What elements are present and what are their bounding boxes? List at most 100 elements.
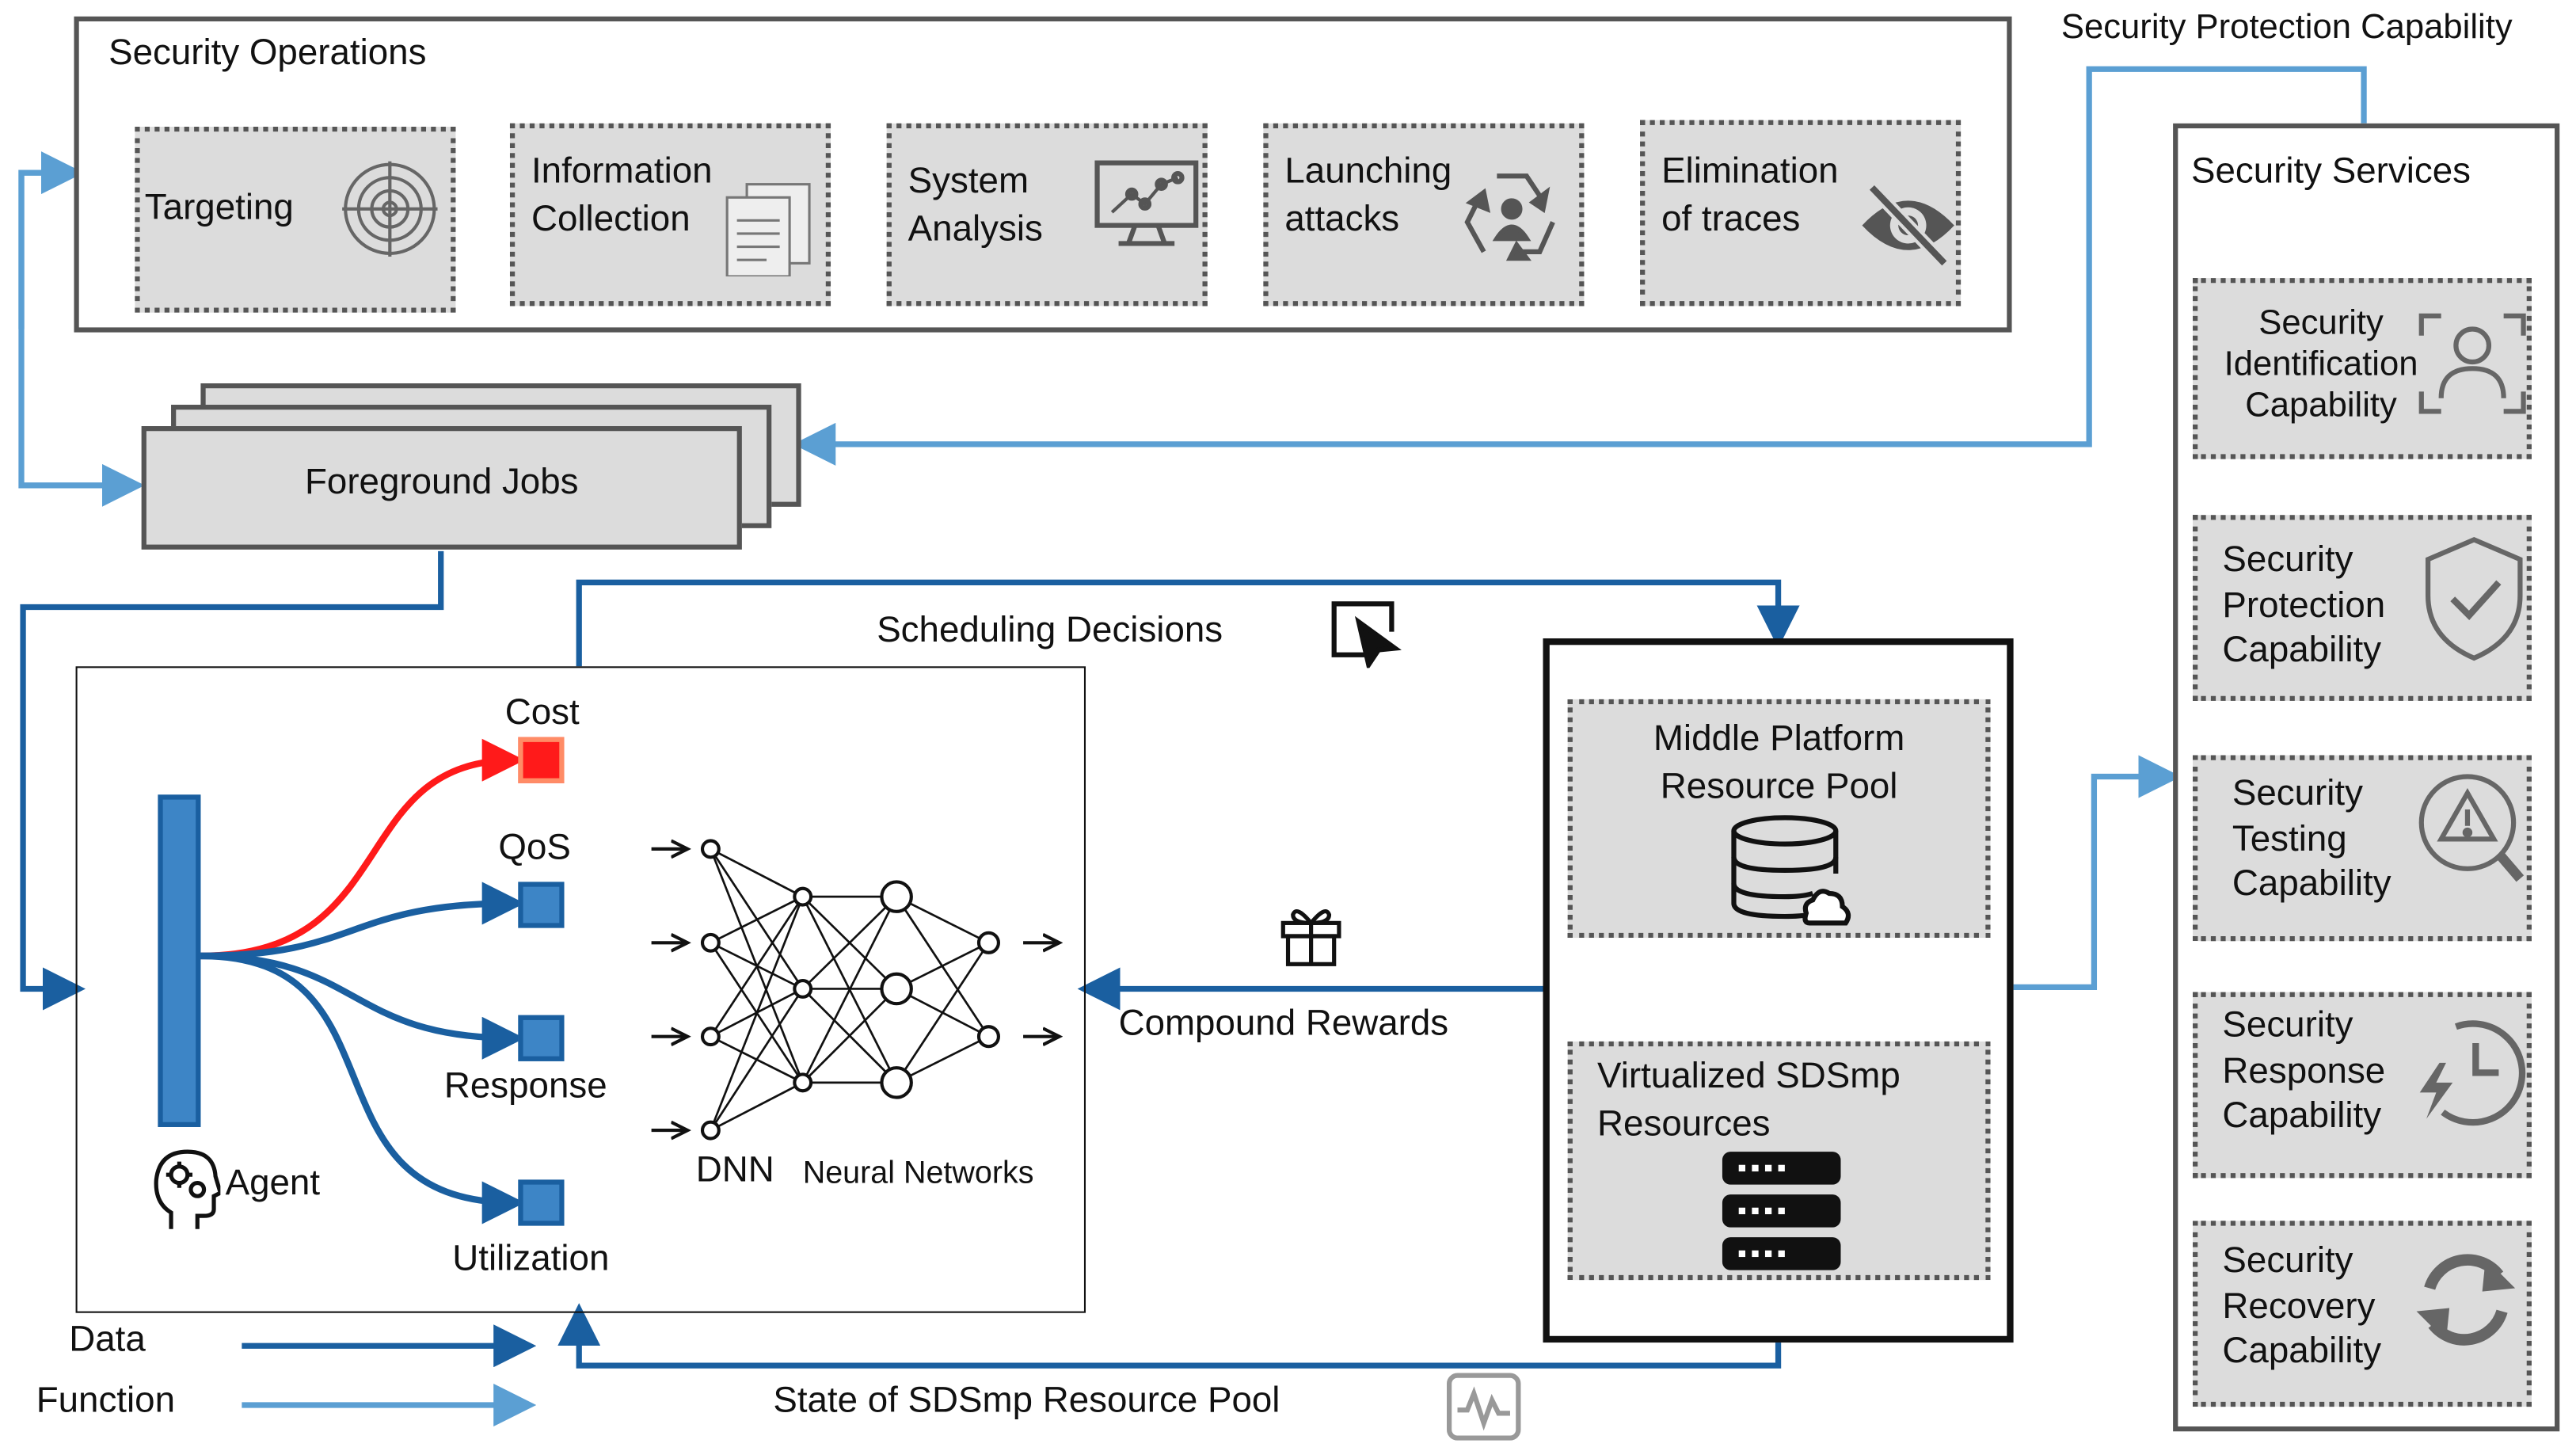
- nn-neuron: [793, 886, 813, 907]
- op-elimination-of-traces-label: Elimination of traces: [1661, 150, 1839, 238]
- svc-protection-label: Security Protection Capability: [2222, 538, 2386, 670]
- link-jobs-to-agent: [20, 550, 444, 1011]
- gift-icon: [1277, 901, 1345, 967]
- svc-identification-label: Security Identification Capability: [2224, 304, 2418, 425]
- shield-check-icon: [2423, 536, 2525, 661]
- nn-edge: [801, 896, 898, 1083]
- svc-testing-label: Security Testing Capability: [2232, 771, 2391, 904]
- op-system-analysis-label: System Analysis: [907, 159, 1043, 248]
- utilization-label: Utilization: [452, 1237, 610, 1279]
- middle-platform-label: Middle Platform Resource Pool: [1653, 717, 1905, 806]
- agent-bar: [158, 794, 201, 1127]
- security-services-title: Security Services: [2190, 150, 2471, 191]
- legend-data-label: Data: [69, 1317, 146, 1359]
- compound-rewards-label: Compound Rewards: [1118, 1002, 1449, 1044]
- nn-edge: [801, 896, 898, 990]
- brain-gears-icon: [151, 1147, 221, 1232]
- op-information-collection-label: Information Collection: [531, 150, 713, 238]
- cost-label: Cost: [504, 691, 580, 733]
- link-jobs-to-ops: [18, 151, 84, 329]
- nn-neuron: [793, 978, 813, 999]
- agent-panel: [75, 666, 1086, 1313]
- state-label: State of SDSmp Resource Pool: [773, 1378, 1280, 1420]
- curve-to-utilization: [200, 952, 525, 1224]
- link-services-to-jobs: [793, 66, 2367, 466]
- security-operations-title: Security Operations: [108, 31, 427, 73]
- target-icon: [342, 161, 438, 257]
- scheduling-decisions-label: Scheduling Decisions: [877, 608, 1223, 650]
- user-scan-icon: [2418, 313, 2527, 415]
- nn-edge: [710, 896, 804, 1038]
- nn-edge: [710, 988, 804, 1131]
- curve-to-cost: [200, 738, 525, 960]
- data-links: [20, 550, 1800, 1369]
- svc-response-label: Security Response Capability: [2222, 1004, 2386, 1136]
- op-system-analysis: [886, 123, 1208, 307]
- nn-neuron: [700, 1026, 721, 1047]
- database-cloud-icon: [1730, 814, 1852, 929]
- curve-to-qos: [200, 882, 525, 960]
- nn-edges: [710, 847, 990, 1132]
- dnn-label: DNN: [695, 1148, 774, 1190]
- legend-function-label: Function: [36, 1378, 176, 1420]
- nn-edge: [801, 988, 898, 1083]
- neural-network: [700, 839, 1000, 1141]
- link-pool-to-services: [2010, 755, 2182, 991]
- nn-neuron: [700, 839, 721, 859]
- agent-label: Agent: [225, 1161, 321, 1203]
- utilization-node: [518, 1179, 565, 1226]
- nn-edge: [710, 896, 804, 1131]
- nn-io-arrows: [651, 849, 1060, 1130]
- nn-neuron: [700, 1120, 721, 1141]
- nn-neuron: [880, 972, 913, 1006]
- nn-neuron: [880, 1066, 913, 1099]
- svc-testing: [2193, 755, 2532, 942]
- documents-icon: [721, 181, 816, 276]
- nn-edge: [896, 1035, 990, 1084]
- nn-edge: [710, 1081, 804, 1132]
- monitor-chart-icon: [1092, 158, 1200, 249]
- refresh-icon: [2407, 1246, 2525, 1354]
- qos-label: QoS: [498, 825, 571, 867]
- dnn-sublabel: Neural Networks: [802, 1156, 1034, 1191]
- op-launching-attacks: [1263, 123, 1585, 307]
- nn-edge: [896, 895, 990, 944]
- op-targeting-label: Targeting: [144, 185, 294, 227]
- nn-edge: [896, 942, 990, 990]
- nn-neuron: [976, 931, 1000, 954]
- op-targeting: [135, 126, 456, 313]
- link-state-feedback: [557, 1303, 1782, 1369]
- virtualized-resources-label: Virtualized SDSmp Resources: [1597, 1054, 1901, 1143]
- warning-magnifier-icon: [2418, 773, 2527, 888]
- server-rack-icon: [1719, 1148, 1844, 1274]
- agent-curves: [200, 738, 525, 1224]
- top-protection-label: Security Protection Capability: [2060, 8, 2513, 47]
- nn-neuron: [700, 932, 721, 953]
- nn-neuron: [880, 880, 913, 913]
- svc-response: [2193, 992, 2532, 1179]
- pulse-monitor-icon: [1444, 1370, 1524, 1442]
- op-information-collection: [509, 123, 831, 307]
- function-links: [18, 66, 2367, 1427]
- curve-to-response: [200, 952, 525, 1060]
- svc-recovery-label: Security Recovery Capability: [2222, 1239, 2382, 1371]
- nn-edge: [896, 942, 990, 1083]
- response-label: Response: [443, 1064, 607, 1106]
- foreground-jobs-label: Foreground Jobs: [304, 460, 579, 502]
- nn-neuron: [793, 1072, 813, 1093]
- cursor-click-icon: [1329, 599, 1402, 668]
- nn-edge: [710, 847, 804, 898]
- cost-node: [518, 737, 565, 783]
- clock-bolt-icon: [2410, 1014, 2528, 1133]
- op-launching-attacks-label: Launching attacks: [1284, 150, 1452, 238]
- svc-recovery: [2193, 1221, 2532, 1407]
- response-node: [518, 1015, 565, 1061]
- nn-edge: [710, 895, 804, 944]
- qos-node: [518, 882, 565, 928]
- recycle-user-icon: [1461, 169, 1563, 268]
- op-elimination-of-traces: [1640, 120, 1961, 307]
- eye-slash-icon: [1859, 184, 1958, 267]
- link-scheduling-decisions: [576, 579, 1800, 667]
